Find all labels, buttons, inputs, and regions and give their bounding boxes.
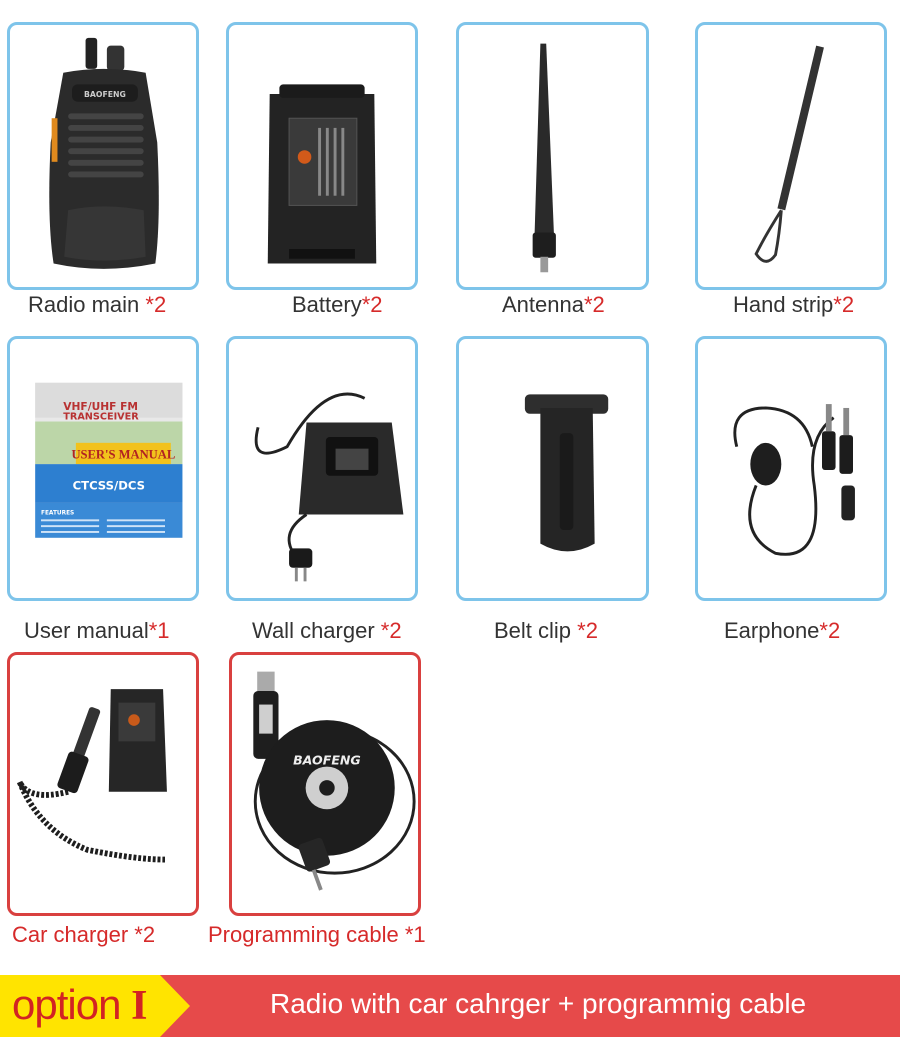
label-radio-main: Radio main *2 (28, 292, 167, 317)
option-label: option I (12, 981, 147, 1029)
option-tab: option I (0, 975, 190, 1037)
label-battery: Battery*2 (292, 292, 383, 317)
earphone-image (733, 404, 855, 556)
option-banner: option I Radio with car cahrger + progra… (0, 975, 900, 1037)
manual-line1: VHF/UHF FM (63, 400, 138, 413)
label-hand-strip: Hand strip*2 (733, 292, 855, 317)
manual-features: FEATURES (41, 511, 74, 517)
card-user-manual: VHF/UHF FM TRANSCEIVER USER'S MANUAL CTC… (7, 336, 199, 601)
card-programming-cable: BAOFENG (229, 652, 421, 916)
label-antenna: Antenna*2 (502, 292, 605, 317)
label-programming-cable: Programming cable *1 (208, 922, 426, 947)
programming-cable-image: BAOFENG (253, 671, 416, 891)
radio-image: BAOFENG (49, 37, 159, 269)
radio-brand: BAOFENG (84, 90, 126, 99)
label-earphone: Earphone*2 (724, 618, 841, 643)
battery-image (267, 84, 377, 264)
belt-clip-image (524, 394, 609, 552)
antenna-image (532, 43, 556, 273)
card-antenna (456, 22, 649, 290)
car-charger-image (16, 689, 167, 863)
label-wall-charger: Wall charger *2 (252, 618, 402, 643)
label-car-charger: Car charger *2 (12, 922, 156, 947)
cd-brand: BAOFENG (293, 753, 361, 768)
option-tab-shape (0, 975, 190, 1037)
option-description: Radio with car cahrger + programmig cabl… (270, 988, 807, 1019)
card-earphone (695, 336, 887, 601)
manual-subtitle: CTCSS/DCS (73, 478, 145, 492)
label-user-manual: User manual*1 (24, 618, 170, 643)
card-radio-main: BAOFENG (7, 22, 199, 290)
hand-strip-image (754, 45, 824, 263)
manual-line2: TRANSCEIVER (63, 412, 139, 423)
manual-title: USER'S MANUAL (71, 447, 175, 461)
card-hand-strip (695, 22, 887, 290)
card-wall-charger (226, 336, 418, 601)
user-manual-image: VHF/UHF FM TRANSCEIVER USER'S MANUAL CTC… (35, 382, 183, 538)
card-battery (226, 22, 418, 290)
wall-charger-image (254, 392, 404, 582)
label-belt-clip: Belt clip *2 (494, 618, 598, 643)
card-car-charger (7, 652, 199, 916)
card-belt-clip (456, 336, 649, 601)
